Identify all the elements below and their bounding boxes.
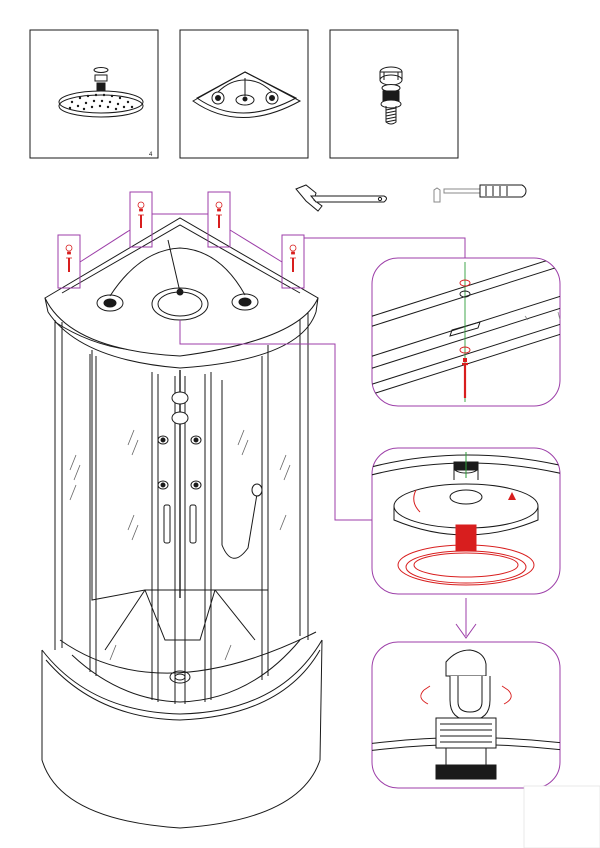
- part-panel-ceiling-plate: [179, 29, 309, 159]
- bolt-icon: [379, 66, 403, 125]
- panel1-mark: 4: [149, 152, 153, 158]
- screw-markers: [65, 201, 297, 272]
- shower-head-icon: [58, 67, 144, 118]
- screwdriver-icon: [433, 184, 527, 203]
- ceiling-plate-icon: [192, 71, 302, 118]
- wrench-icon: [295, 184, 387, 212]
- screw-detail-icon: [371, 257, 561, 407]
- pipe-connection-icon: [371, 641, 561, 789]
- mount-detail-icon: [371, 447, 561, 595]
- part-panel-bolt: [329, 29, 459, 159]
- step-arrow-icon: [455, 598, 477, 639]
- shower-cabin: [41, 217, 323, 829]
- screw-callouts: [57, 191, 466, 521]
- corner-blank-tab: [523, 785, 600, 848]
- part-panel-shower-head: 4: [29, 29, 159, 159]
- edge-marks: [524, 311, 561, 321]
